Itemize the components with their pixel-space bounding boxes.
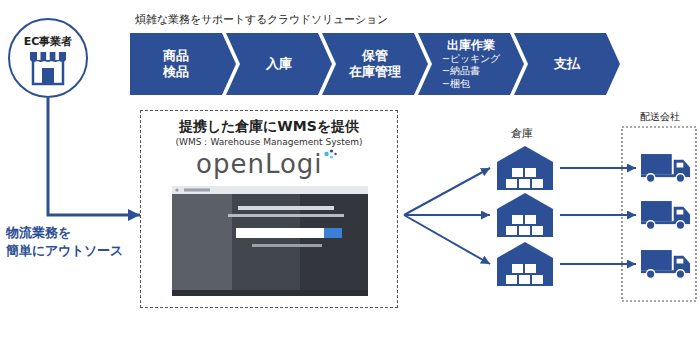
node-heading: 入庫 xyxy=(266,56,292,72)
chevron-fill xyxy=(418,33,524,95)
edge-label: 物流業務を 簡単にアウトソース xyxy=(6,224,130,259)
label-text: 配送会社 xyxy=(640,111,680,123)
node-heading: EC事業者 xyxy=(24,20,73,49)
carrier-frame xyxy=(622,127,696,301)
process-chevron: 出庫作業−ピッキング−納品書−梱包 xyxy=(418,33,524,95)
actor-circle: EC事業者 xyxy=(8,18,88,98)
chevron-fill xyxy=(226,33,332,95)
process-chevron: 保管 在庫管理 xyxy=(322,33,428,95)
node-heading: 提携した倉庫にWMSを提供 xyxy=(179,111,358,136)
shop-icon xyxy=(30,52,66,84)
wms-panel: 提携した倉庫にWMSを提供(WMS：Warehouse Management S… xyxy=(140,110,398,308)
warehouse-icons xyxy=(497,146,553,286)
node-body: −梱包 xyxy=(442,78,470,91)
node-body: −ピッキング xyxy=(442,53,500,66)
text-group: 出庫作業−ピッキング−納品書−梱包 xyxy=(442,38,500,91)
node-heading: 商品 検品 xyxy=(156,48,196,81)
truck-icons xyxy=(641,154,690,278)
node-heading: 支払 xyxy=(554,56,580,72)
node-body: (WMS：Warehouse Management System) xyxy=(176,136,363,148)
flow-connector xyxy=(48,98,140,215)
logo-text: openLogi xyxy=(196,149,323,180)
logo-dots xyxy=(324,149,336,158)
chevron-fill xyxy=(322,33,428,95)
label-text: 倉庫 xyxy=(511,127,533,140)
chevron-fill xyxy=(514,33,620,95)
process-chevron: 入庫 xyxy=(226,33,332,95)
node-heading: 保管 在庫管理 xyxy=(343,48,407,81)
screenshot xyxy=(172,186,368,296)
chevron-fill xyxy=(130,33,236,95)
diagram-title: 煩雑な業務をサポートするクラウドソリューション xyxy=(135,12,388,27)
node-body: −納品書 xyxy=(442,65,480,78)
process-chevron: 商品 検品 xyxy=(130,33,236,95)
node-heading: 出庫作業 xyxy=(447,38,495,53)
process-chevron: 支払 xyxy=(514,33,620,95)
